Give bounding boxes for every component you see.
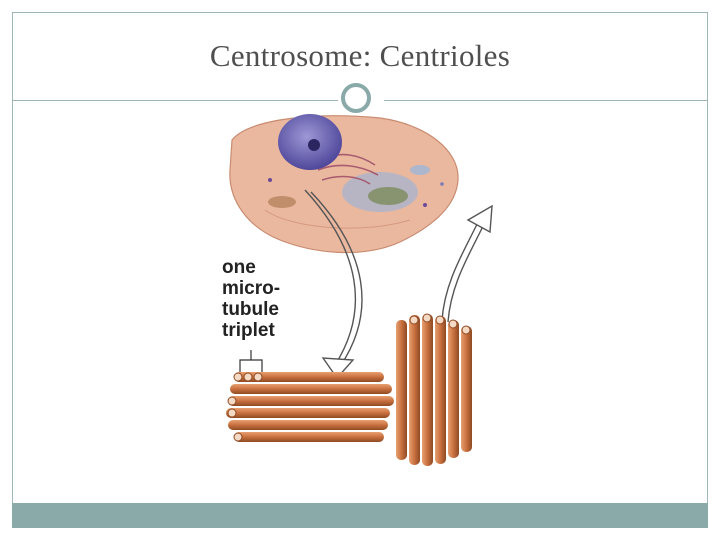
label-line: triplet xyxy=(222,320,275,341)
footer-bar xyxy=(12,503,708,528)
triplet-bracket xyxy=(239,350,263,372)
slide-title: Centrosome: Centrioles xyxy=(209,38,511,73)
cell-body xyxy=(229,114,459,254)
arrow-up-icon xyxy=(441,217,487,323)
arrow-up-head-icon xyxy=(466,204,493,234)
label-line: one xyxy=(222,257,256,278)
arrow-down-head-icon xyxy=(321,357,355,380)
title-rule-left xyxy=(12,100,338,101)
title-rule-right xyxy=(384,100,708,101)
horizontal-centriole xyxy=(226,372,394,442)
label-line: tubule xyxy=(222,299,279,320)
label-line: micro- xyxy=(222,278,281,299)
arrow-down-icon xyxy=(304,189,363,366)
microtubule-triplet-label: one micro- tubule triplet xyxy=(222,257,280,341)
vertical-centriole xyxy=(396,313,472,466)
ring-ornament-icon xyxy=(341,83,371,113)
centriole-illustration xyxy=(226,114,493,466)
